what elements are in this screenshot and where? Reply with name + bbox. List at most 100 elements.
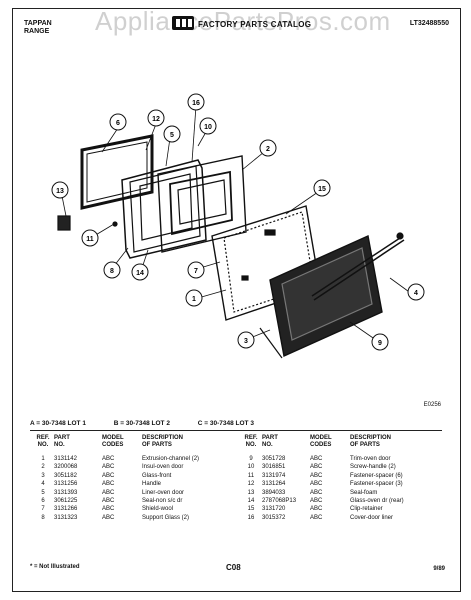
callout-16: 16 bbox=[187, 93, 205, 111]
row-part: 3131393 bbox=[54, 489, 78, 496]
row-code: ABC bbox=[310, 472, 323, 479]
row-ref: 4 bbox=[41, 481, 45, 488]
row-desc: Glass-oven dr (rear) bbox=[350, 498, 404, 505]
row-code: ABC bbox=[310, 506, 323, 513]
row-ref: 2 bbox=[41, 464, 45, 471]
row-desc: Handle bbox=[142, 481, 162, 488]
row-code: ABC bbox=[310, 481, 323, 488]
callout-2: 2 bbox=[259, 139, 277, 157]
row-code: ABC bbox=[102, 498, 115, 505]
figure-code: E0256 bbox=[423, 402, 441, 408]
header-desc: DESCRIPTION bbox=[350, 435, 392, 441]
row-desc: Extrusion-channel (2) bbox=[142, 456, 200, 462]
callout-label-11: 11 bbox=[86, 236, 94, 243]
row-desc: Fastener-spacer (3) bbox=[350, 481, 403, 488]
row-part: 3131142 bbox=[54, 456, 77, 462]
row-ref: 3 bbox=[41, 472, 45, 479]
row-desc: Fastener-spacer (6) bbox=[350, 472, 403, 479]
row-ref: 14 bbox=[247, 498, 255, 505]
callout-label-8: 8 bbox=[110, 268, 114, 275]
lot-b: B = 30-7348 LOT 2 bbox=[113, 420, 170, 427]
callout-label-10: 10 bbox=[204, 124, 212, 131]
row-desc: Screw-handle (2) bbox=[350, 464, 396, 471]
row-code: ABC bbox=[310, 456, 323, 462]
wci-logo bbox=[172, 16, 194, 30]
row-desc: Seal-foam bbox=[350, 489, 378, 496]
row-ref: 15 bbox=[247, 506, 255, 513]
row-code: ABC bbox=[102, 464, 115, 471]
row-desc: Trim-oven door bbox=[350, 456, 391, 462]
header-model: MODEL bbox=[310, 435, 332, 441]
row-part: 3131264 bbox=[262, 481, 286, 488]
row-desc: Shield-wool bbox=[142, 506, 174, 513]
row-code: ABC bbox=[102, 514, 115, 521]
header-ref: REF. bbox=[244, 435, 258, 441]
row-ref: 5 bbox=[41, 489, 45, 496]
callout-label-14: 14 bbox=[136, 270, 144, 277]
row-code: ABC bbox=[102, 489, 115, 496]
header-part: PART bbox=[54, 435, 70, 441]
row-part: 3051728 bbox=[262, 456, 286, 462]
row-part: 2787068P13 bbox=[262, 498, 297, 505]
row-ref: 10 bbox=[247, 464, 255, 471]
callout-label-9: 9 bbox=[378, 340, 382, 347]
callout-label-13: 13 bbox=[56, 188, 64, 195]
header-desc: DESCRIPTION bbox=[142, 435, 184, 441]
part-seal-gasket bbox=[80, 134, 154, 210]
row-ref: 9 bbox=[249, 456, 253, 462]
callout-3: 3 bbox=[237, 331, 255, 349]
part-oven-door-liner bbox=[121, 159, 207, 259]
header-desc-2: OF PARTS bbox=[142, 442, 172, 448]
row-code: ABC bbox=[310, 464, 323, 471]
part-handle bbox=[311, 237, 401, 297]
page-code: C08 bbox=[226, 563, 241, 572]
callout-label-4: 4 bbox=[414, 290, 418, 297]
callout-1: 1 bbox=[185, 289, 203, 307]
row-part: 3131266 bbox=[54, 506, 78, 513]
header-ref: REF. bbox=[36, 435, 50, 441]
row-desc: Cover-door liner bbox=[350, 514, 394, 521]
callout-label-15: 15 bbox=[318, 186, 326, 193]
callout-8: 8 bbox=[103, 261, 121, 279]
row-code: ABC bbox=[102, 472, 115, 479]
callout-5: 5 bbox=[163, 125, 181, 143]
row-part: 3131256 bbox=[54, 481, 78, 488]
header-desc-2: OF PARTS bbox=[350, 442, 380, 448]
brand-block: TAPPAN RANGE bbox=[24, 20, 52, 36]
parts-catalog-sheet bbox=[12, 8, 461, 592]
row-ref: 1 bbox=[41, 456, 45, 462]
callout-label-16: 16 bbox=[192, 100, 200, 107]
callout-7: 7 bbox=[187, 261, 205, 279]
callout-label-5: 5 bbox=[170, 132, 174, 139]
table-row: 3 3051182 ABC Glass-front bbox=[32, 472, 227, 480]
callout-4: 4 bbox=[407, 283, 425, 301]
row-part: 3894033 bbox=[262, 489, 286, 496]
watermark: AppliancePartsPros.com bbox=[95, 6, 391, 36]
lot-a: A = 30-7348 LOT 1 bbox=[30, 420, 86, 427]
row-desc: Glass-front bbox=[142, 472, 172, 479]
header-part-2: NO. bbox=[54, 442, 65, 448]
divider-rule bbox=[30, 430, 442, 431]
row-part: 3051182 bbox=[54, 472, 77, 479]
callout-6: 6 bbox=[109, 113, 127, 131]
lot-c: C = 30-7348 LOT 3 bbox=[197, 420, 254, 427]
callout-label-3: 3 bbox=[244, 338, 248, 345]
callout-label-6: 6 bbox=[116, 120, 120, 127]
row-desc: Support Glass (2) bbox=[142, 514, 190, 521]
header-model: MODEL bbox=[102, 435, 124, 441]
part-trim bbox=[259, 327, 283, 359]
oven-door-exploded-diagram: 6 12 5 16 10 2 13 11 15 8 14 7 1 3 9 4 bbox=[51, 93, 425, 359]
brand-line-1: TAPPAN bbox=[24, 20, 52, 27]
row-code: ABC bbox=[310, 498, 323, 505]
row-code: ABC bbox=[310, 514, 323, 521]
